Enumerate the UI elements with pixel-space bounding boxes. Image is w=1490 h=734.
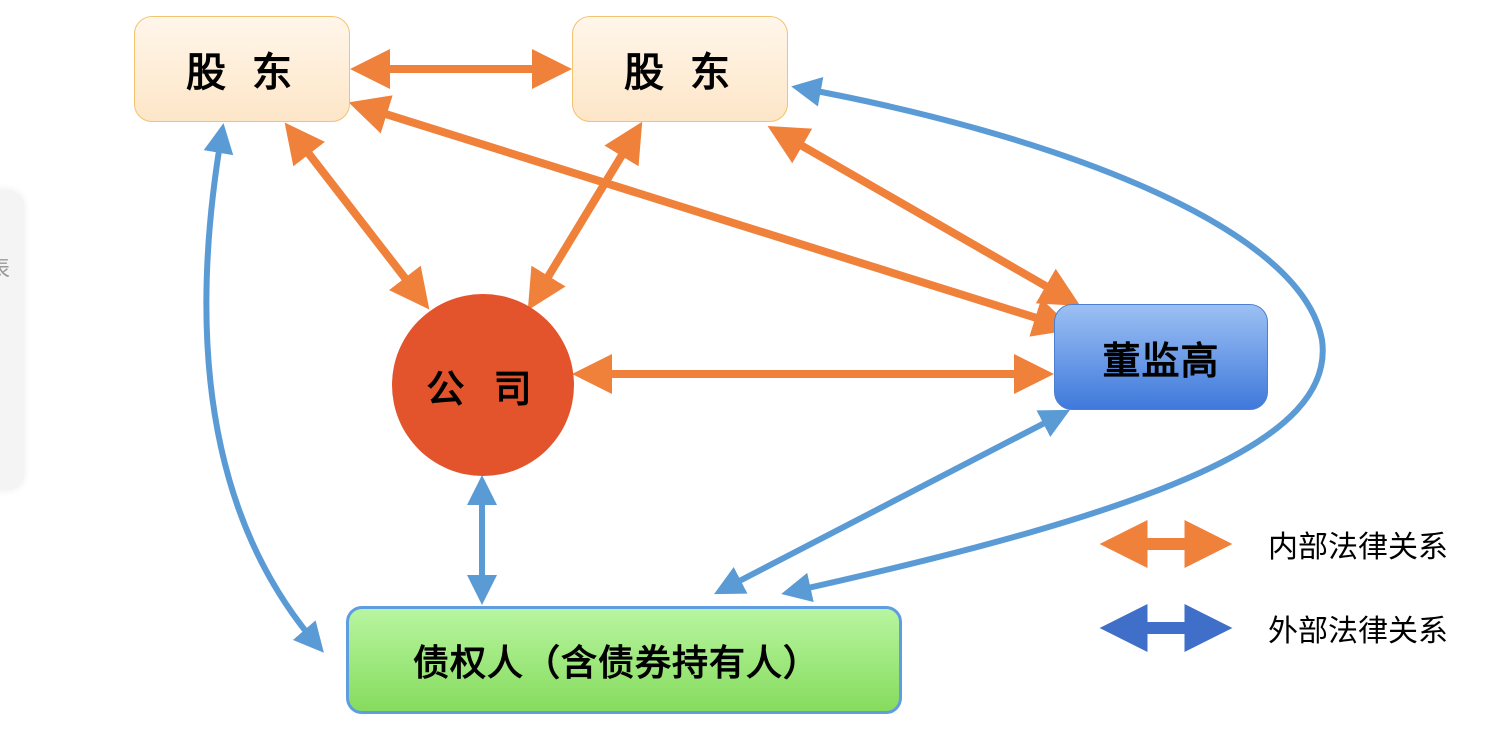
side-panel-tab-glyph: 表 <box>0 258 10 282</box>
arrow-shareholder-right-creditors <box>781 77 1326 603</box>
creditors-node: 债权人（含债券持有人） <box>346 606 902 714</box>
shareholder-node-right: 股 东 <box>572 16 788 122</box>
shareholder-left-label: 股 东 <box>186 50 298 96</box>
legend-external-label: 外部法律关系 <box>1268 614 1448 649</box>
company-node: 公 司 <box>392 294 574 476</box>
arrow-dsm-creditors <box>714 409 1070 595</box>
side-panel-tab[interactable] <box>0 190 24 490</box>
dsm-label: 董监高 <box>1102 338 1220 383</box>
arrow-shareholder-left-dsm <box>348 95 1074 337</box>
shareholder-right-label: 股 东 <box>624 50 736 96</box>
arrow-shareholder-left-company <box>284 122 430 310</box>
arrow-shareholder-right-company <box>527 121 643 311</box>
arrow-shareholder-right-dsm <box>767 126 1081 306</box>
creditors-label: 债权人（含债券持有人） <box>413 643 821 684</box>
legend-internal-label: 内部法律关系 <box>1268 530 1448 565</box>
arrow-shareholder-left-creditors <box>203 123 324 653</box>
shareholder-node-left: 股 东 <box>134 16 350 122</box>
company-label: 公 司 <box>426 366 540 411</box>
directors-supervisors-executives-node: 董监高 <box>1054 304 1268 410</box>
